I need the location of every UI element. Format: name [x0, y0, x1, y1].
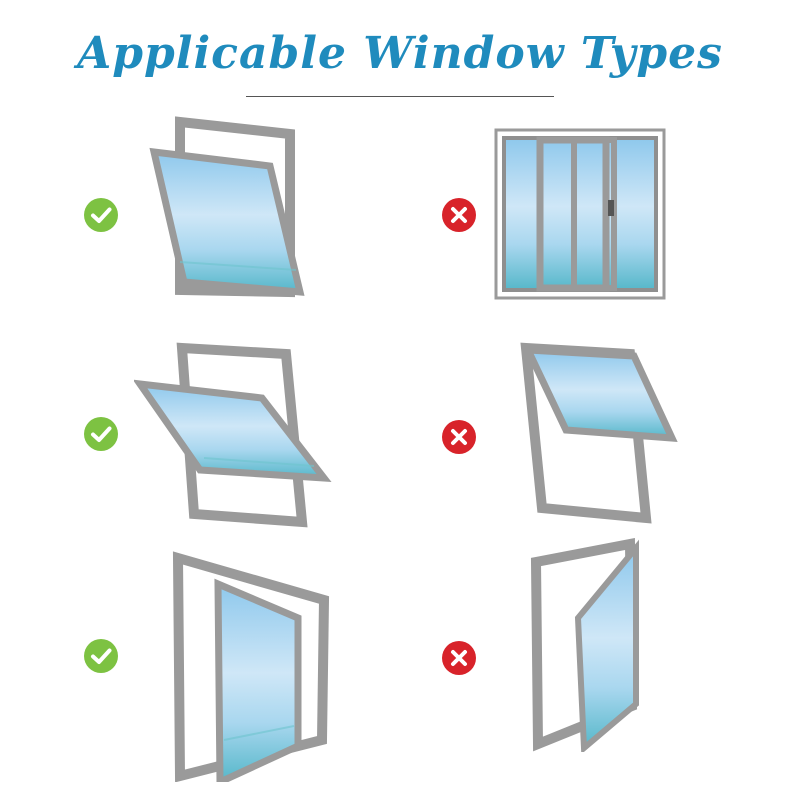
- check-icon: [84, 639, 118, 673]
- title-divider: [246, 96, 554, 97]
- awning-window-illustration: [520, 342, 678, 524]
- check-icon: [84, 417, 118, 451]
- cross-icon: [442, 198, 476, 232]
- sliding-window-illustration: [494, 128, 666, 300]
- cross-icon: [442, 420, 476, 454]
- page-title: Applicable Window Types: [77, 28, 723, 79]
- pivot-window-illustration: [134, 342, 332, 528]
- casement-window-illustration: [172, 551, 330, 782]
- top-hung-window-illustration: [149, 116, 305, 298]
- narrow-casement-window-illustration: [530, 538, 639, 752]
- cross-icon: [442, 641, 476, 675]
- check-icon: [84, 198, 118, 232]
